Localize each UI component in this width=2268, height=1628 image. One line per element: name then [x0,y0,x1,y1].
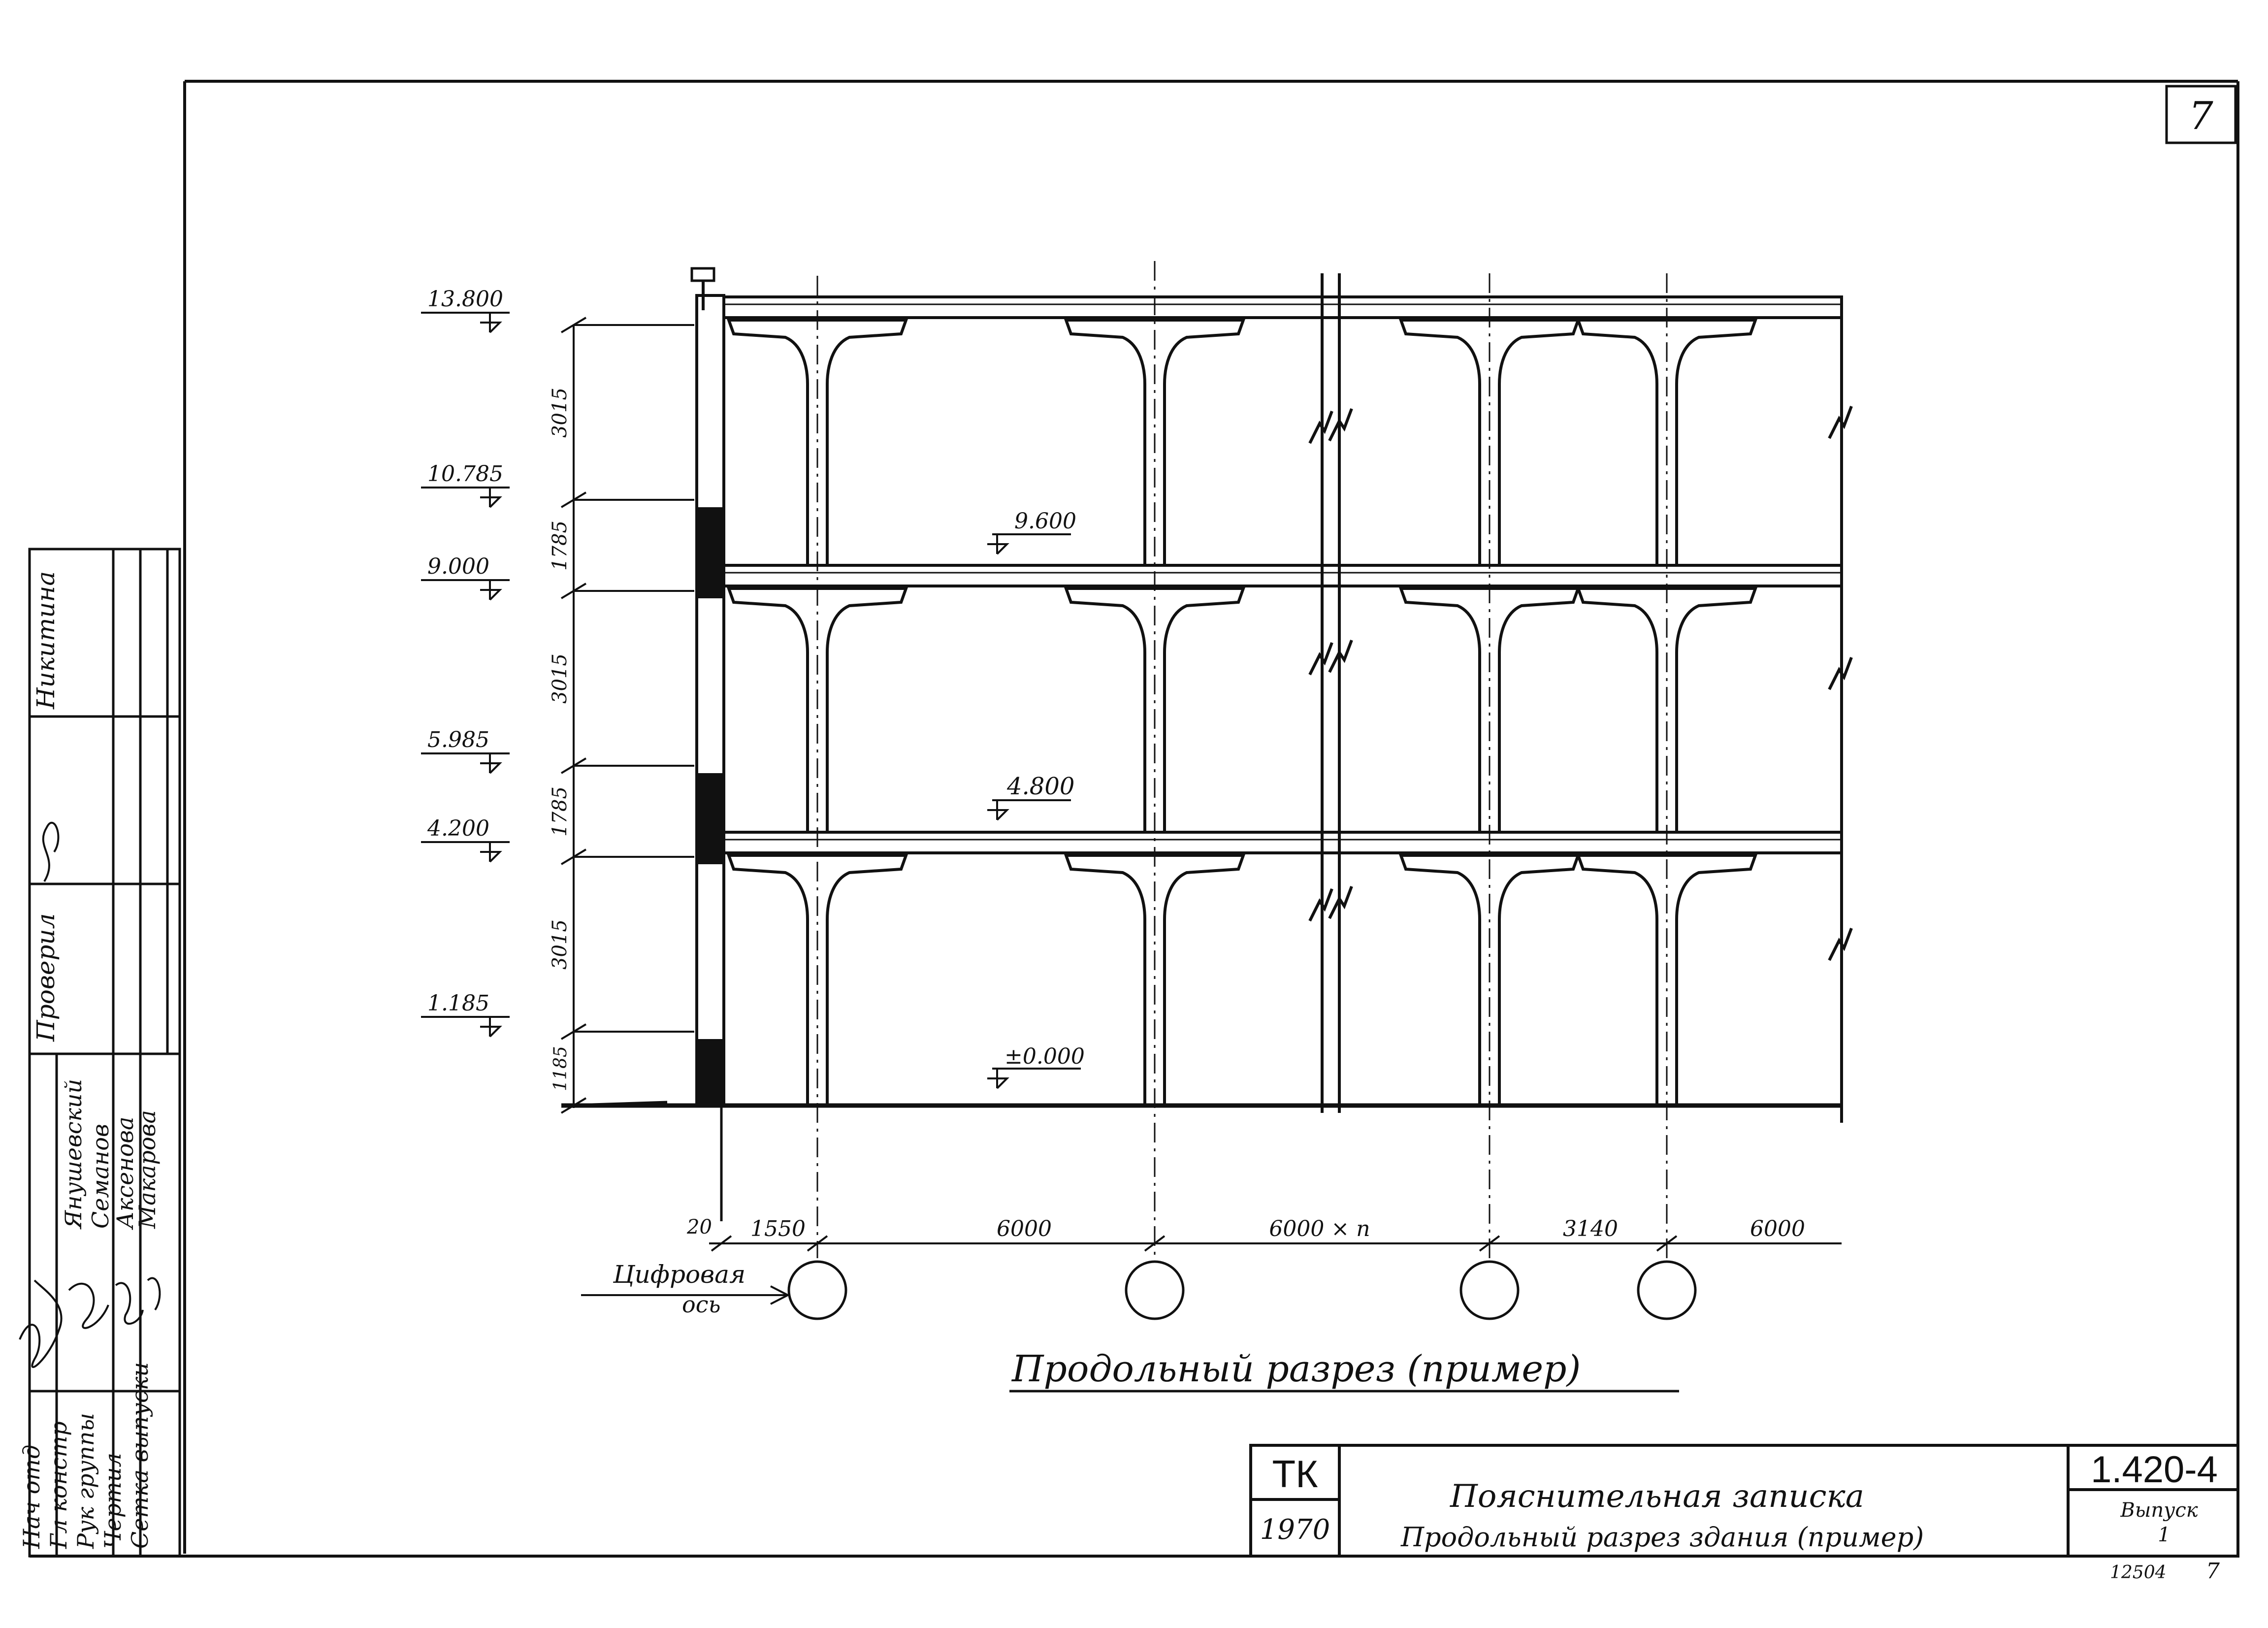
dimension-label: 3015 [549,388,571,438]
issue-number: 1 [2158,1524,2170,1546]
stamp-name: Аксенова [112,1117,138,1230]
stamp-name: Янушевский [60,1079,87,1230]
level-marks [421,312,510,1038]
dimension-label: 3015 [549,919,571,970]
elevation-label: 9.000 [427,554,489,579]
columns [726,319,1758,1107]
dimension-label: 3015 [549,653,571,704]
title-line2: Продольный разрез здания (пример) [1400,1522,1924,1553]
title-block [1249,1444,2239,1558]
axis-label-line1: Цифровая [613,1260,745,1289]
dimension-label: 6000 × n [1269,1216,1370,1241]
end-wall [690,267,725,1221]
dimension-label: 6000 [997,1216,1052,1241]
dimension-label: 20 [686,1216,712,1238]
doc-code: 1.420-4 [2091,1449,2218,1491]
floor-level-label: 4.800 [1006,773,1074,800]
checked-label: Проверил [32,913,60,1042]
floor-level-marks [987,533,1081,1089]
sheet-frame [30,80,2239,1558]
stamp-role: Нач отд [18,1445,45,1549]
elevation-label: 1.185 [427,991,489,1016]
dimension-label: 1785 [549,521,571,571]
drawing-caption: Продольный разрез (пример) [1011,1348,1581,1390]
vertical-dimension-chain [560,317,694,1114]
issue-label: Выпуск [2120,1499,2198,1522]
issue-year: 1970 [1260,1514,1330,1546]
sheet-number: 7 [2189,94,2213,138]
level-labels: 13.800 10.785 9.000 5.985 4.200 1.185 [427,287,503,1016]
org-code: ТК [1272,1452,1318,1496]
floor-level-label: ±0.000 [1004,1044,1085,1069]
dimension-label: 1185 [551,1046,571,1091]
dimension-label: 1550 [750,1216,806,1241]
dimension-label: 3140 [1563,1216,1618,1241]
stamp-role: Чертил [99,1453,126,1549]
axis-bubbles [581,1260,1697,1320]
dimension-label: 1785 [549,786,571,837]
elevation-label: 13.800 [427,287,503,312]
vertical-dimension-labels: 3015 1785 3015 1785 3015 1185 [549,388,571,1091]
floor-slabs [722,295,1843,854]
axis-lines [816,261,1668,1258]
signature-stamp [28,548,181,1558]
title-line1: Пояснительная записка [1450,1478,1864,1515]
horizontal-dimension-labels: 20 1550 6000 6000 × n 3140 6000 [686,1216,1805,1241]
elevation-label: 10.785 [427,461,503,487]
floor-level-label: 9.600 [1014,509,1076,534]
stamp-role: Сетка выпуски [127,1362,153,1549]
stamp-text: Нач отд Гл констр Рук группы Чертил Сетк… [18,571,161,1549]
stamp-name: Макарова [134,1110,161,1229]
stamp-role: Гл констр [45,1421,72,1549]
elevation-label: 4.200 [427,816,489,841]
dimension-label: 6000 [1750,1216,1805,1241]
stamp-role: Рук группы [72,1413,99,1549]
signatures [19,821,161,1368]
horizontal-dimension-chain [709,1235,1842,1252]
archive-number: 12504 [2110,1563,2167,1583]
page-number: 7 [2206,1559,2220,1584]
checked-name: Никитина [32,571,60,710]
sheet-number-box: 7 [2165,85,2237,144]
stamp-name: Семанов [87,1124,114,1229]
building-section [561,261,1853,1258]
break-lines [1308,273,1853,1123]
elevation-label: 5.985 [427,727,489,752]
axis-label-line2: ось [682,1291,721,1318]
